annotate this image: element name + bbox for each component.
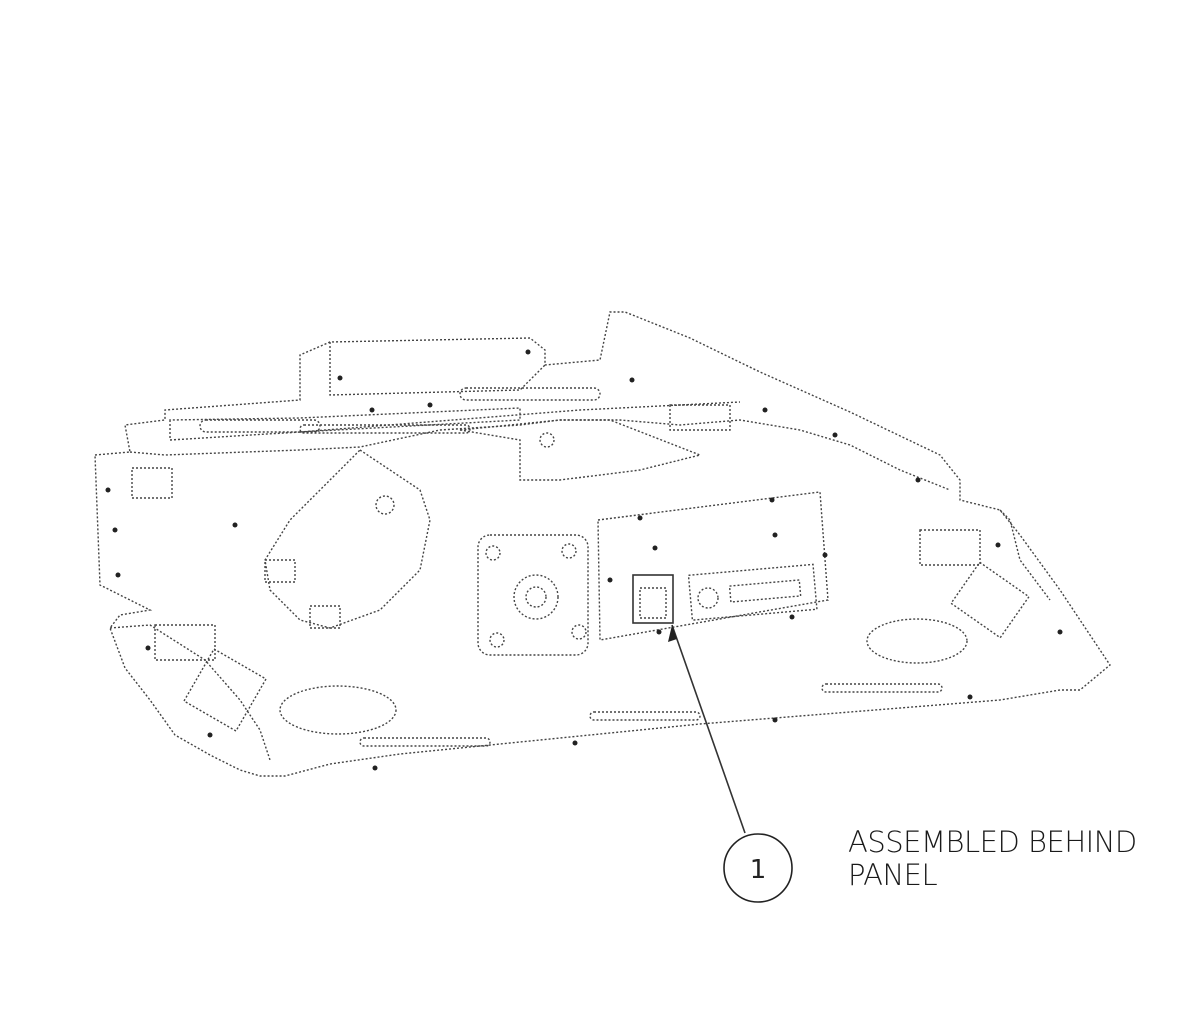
item-number: 1 [750,855,767,885]
callout-note-line2: PANEL [848,858,938,892]
callout-note-line1: ASSEMBLED BEHIND [848,825,1137,859]
callout-note: ASSEMBLED BEHIND PANEL [848,826,1137,892]
corner-brackets [131,404,1030,732]
callout-leader [668,624,746,834]
radio-panel [597,491,829,641]
right-speaker-cutout [866,618,968,664]
fastener-dots [105,349,1063,771]
left-bracket-panel [264,449,431,629]
panel-outline [94,311,1111,777]
center-recess [459,419,703,481]
vent-slots [199,387,943,747]
item-balloon: 1 [723,833,793,903]
knob-plate [477,534,589,656]
left-speaker-cutout [279,685,397,735]
